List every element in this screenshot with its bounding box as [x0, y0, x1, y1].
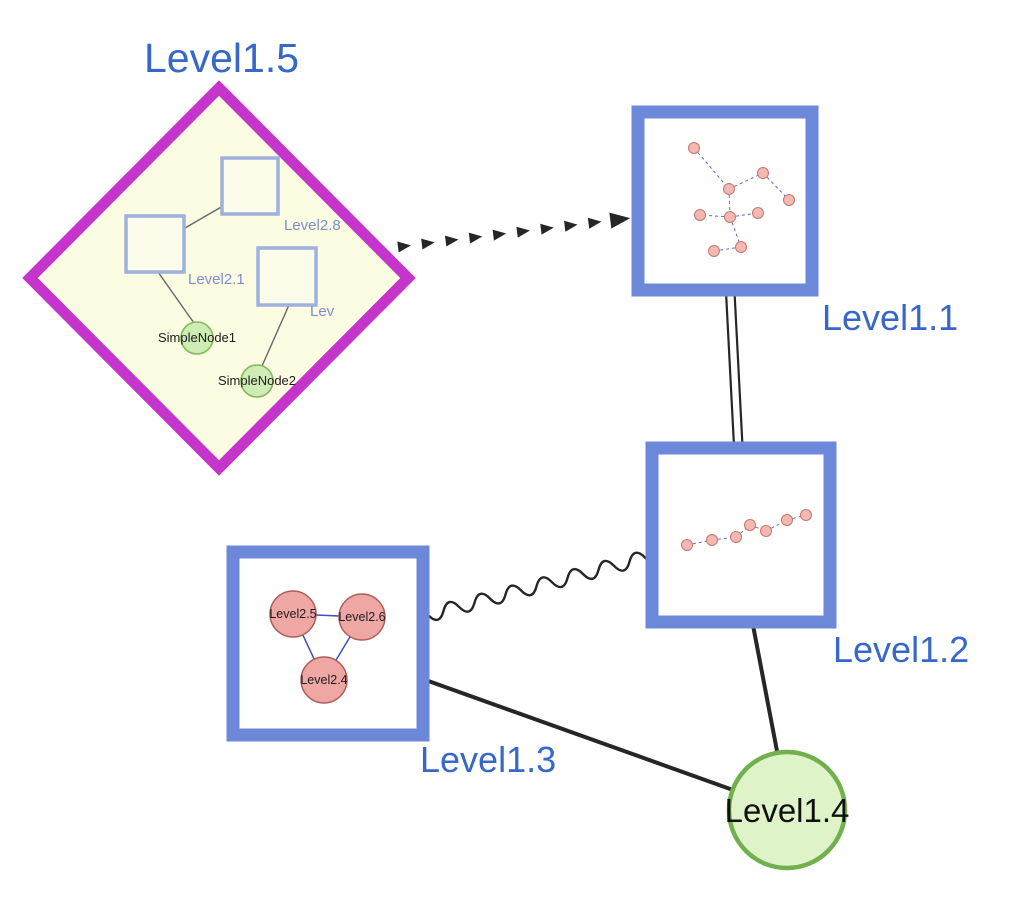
- edge-level1-3-to-level1-4[interactable]: [419, 676, 734, 792]
- node-level1-2-group: Level1.2: [645, 441, 969, 670]
- node-level1-1[interactable]: [631, 105, 819, 297]
- mini-node[interactable]: [730, 531, 742, 543]
- mini-node[interactable]: [781, 514, 793, 526]
- mini-edge: [729, 212, 759, 218]
- mini-edge: [728, 188, 731, 218]
- mini-edge: [728, 172, 764, 190]
- edge-level1-1-to-level1-2[interactable]: [724, 291, 744, 447]
- node-level2-5-label: Level2.5: [269, 607, 316, 621]
- mini-node[interactable]: [706, 534, 718, 546]
- mini-node[interactable]: [688, 142, 700, 154]
- mini-node[interactable]: [723, 183, 735, 195]
- arrowhead-dash: [516, 226, 530, 238]
- node-level1-4-group: Level1.4: [725, 749, 850, 871]
- arrowhead-dash: [397, 241, 411, 253]
- mini-node[interactable]: [760, 525, 772, 537]
- mini-edge: [693, 147, 730, 190]
- level1-1-subgraph: [688, 142, 795, 257]
- mini-node[interactable]: [724, 211, 736, 223]
- mini-edge: [713, 246, 742, 252]
- arrowhead-dash: [468, 232, 483, 244]
- node-level1-4[interactable]: [726, 749, 848, 871]
- node-level1-3-group: Level2.5 Level2.6 Level2.4 Level1.3: [226, 545, 556, 780]
- node-level2-6-label: Level2.6: [338, 610, 385, 624]
- node-level2-1-label: Level2.1: [188, 271, 245, 288]
- arrowhead-tip: [609, 212, 631, 229]
- node-simplenode2-label: SimpleNode2: [218, 373, 296, 388]
- node-simplenode1[interactable]: [180, 321, 214, 355]
- node-level2-8[interactable]: [220, 156, 280, 216]
- mini-node[interactable]: [800, 509, 812, 521]
- arrowhead-dash: [540, 223, 554, 235]
- edge-level1-2-to-level1-4[interactable]: [750, 619, 779, 752]
- edge-level1-3-to-level1-2-wavy[interactable]: [427, 551, 662, 622]
- node-lev[interactable]: [256, 246, 318, 307]
- arrowhead-dash: [421, 238, 435, 250]
- node-lev-label: Lev: [310, 303, 335, 320]
- node-level1-1-group: Level1.1: [631, 105, 958, 338]
- arrowhead-dash: [492, 229, 507, 241]
- node-level1-5[interactable]: [22, 80, 416, 476]
- node-simplenode1-label: SimpleNode1: [158, 330, 236, 345]
- arrowhead-dash: [564, 220, 578, 232]
- mini-node[interactable]: [681, 539, 693, 551]
- edge-level1-5-to-level1-1-arrow[interactable]: [397, 210, 631, 255]
- node-level1-4-label: Level1.4: [725, 792, 850, 829]
- mini-node[interactable]: [752, 207, 764, 219]
- level1-3-subgraph: Level2.5 Level2.6 Level2.4: [269, 590, 386, 704]
- node-level1-3-label: Level1.3: [420, 739, 556, 780]
- mini-node[interactable]: [735, 241, 747, 253]
- node-level2-6[interactable]: [338, 593, 386, 641]
- node-level2-5[interactable]: [269, 590, 317, 638]
- node-level2-1[interactable]: [124, 214, 186, 274]
- arrowhead-dash: [444, 235, 459, 247]
- mini-node[interactable]: [744, 519, 756, 531]
- level1-2-subgraph: [681, 509, 812, 551]
- node-level1-2[interactable]: [645, 441, 837, 629]
- mini-node[interactable]: [757, 167, 769, 179]
- node-level1-5-label: Level1.5: [144, 35, 299, 81]
- mini-edge: [686, 539, 713, 546]
- mini-node[interactable]: [694, 209, 706, 221]
- node-level1-3[interactable]: [226, 545, 430, 742]
- edge-lev-to-simplenode2[interactable]: [261, 304, 290, 367]
- node-level1-5-group: Level1.5 Level2.8 Level2.1 Lev SimpleNod…: [22, 35, 416, 476]
- node-level2-4[interactable]: [300, 656, 348, 704]
- mini-node[interactable]: [708, 245, 720, 257]
- mini-edge: [762, 172, 790, 201]
- mini-node[interactable]: [783, 194, 795, 206]
- node-level2-8-label: Level2.8: [284, 217, 341, 234]
- edge-level2-1-to-level2-8[interactable]: [184, 205, 224, 229]
- node-level2-4-label: Level2.4: [300, 673, 347, 687]
- node-level1-2-label: Level1.2: [833, 629, 969, 670]
- edge-level2-1-to-simplenode1[interactable]: [157, 271, 195, 324]
- node-level1-1-label: Level1.1: [822, 297, 958, 338]
- node-simplenode2[interactable]: [240, 364, 274, 398]
- arrowhead-dash: [587, 217, 602, 229]
